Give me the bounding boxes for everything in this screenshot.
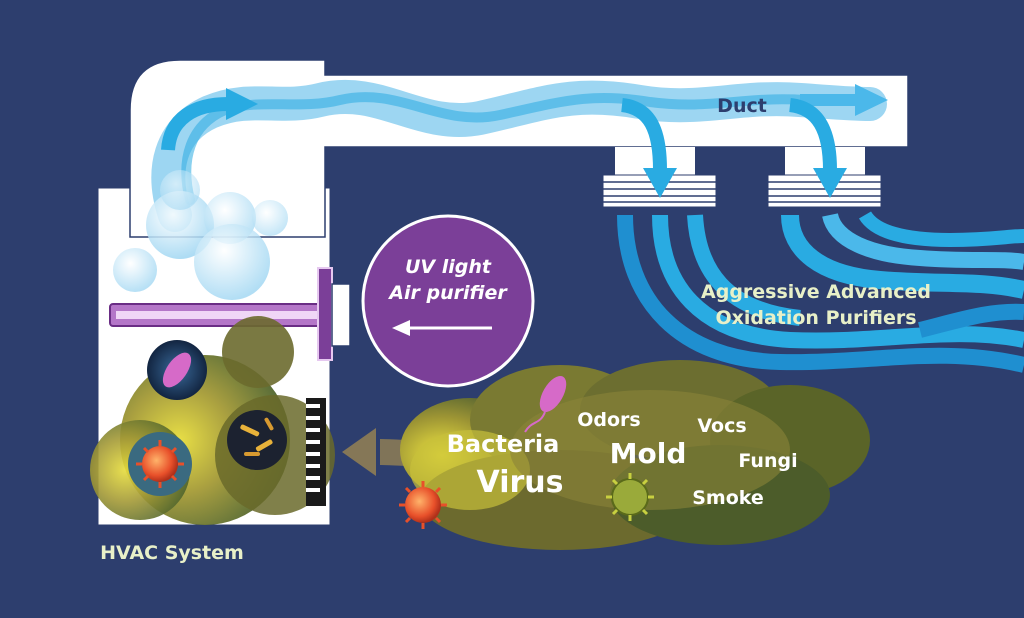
label-smoke: Smoke: [692, 487, 764, 509]
label-fungi: Fungi: [738, 450, 797, 472]
airflow-downhead-left: [643, 168, 677, 198]
airflow-down-right: [788, 98, 837, 171]
aop-swirl-7: [918, 303, 1024, 338]
uv-label-line1: UV light: [405, 256, 492, 278]
uv-callout-circle: [361, 214, 535, 388]
cloud-virus-green: [606, 473, 654, 521]
aop-label-line2: Oxidation Purifiers: [715, 307, 916, 329]
uv-purifier-callout: UV light Air purifier: [361, 214, 535, 388]
virus-icon: [142, 446, 178, 482]
label-mold: Mold: [610, 437, 687, 470]
aop-swirl-3: [687, 214, 801, 326]
label-vocs: Vocs: [697, 415, 746, 437]
cloud-bacteria: [524, 375, 567, 433]
aop-swirl-4: [781, 214, 1024, 299]
intake-filter-grille: [306, 398, 326, 506]
micro-bacteria-colony: [227, 410, 287, 470]
uv-ballast: [331, 283, 351, 347]
airflow-arrow-start: [161, 97, 229, 151]
aop-swirl-2: [652, 214, 1024, 349]
uv-callout-arrowhead: [392, 320, 410, 336]
air-bubbles: [113, 170, 288, 300]
micro-virus: [128, 432, 192, 496]
airflow-down-left: [620, 98, 667, 171]
uv-label-line2: Air purifier: [387, 282, 508, 304]
cloud-virus-red: [399, 481, 447, 529]
uv-tube-core: [116, 311, 321, 319]
return-arrowhead: [342, 428, 376, 476]
duct-label: Duct: [717, 95, 767, 117]
bacteria-icon-cloud: [539, 375, 567, 413]
virus-icon-green: [611, 478, 649, 516]
airflow-downhead-right: [813, 168, 847, 198]
uv-mount-plate: [317, 267, 333, 361]
aop-swirl-6: [858, 210, 1024, 248]
bacteria-icon: [162, 352, 192, 388]
virus-icon-cloud: [405, 487, 441, 523]
aop-airflow-swirls: [617, 210, 1024, 373]
label-bacteria: Bacteria: [447, 430, 560, 458]
label-virus: Virus: [477, 465, 564, 500]
micro-bacteria-top: [147, 340, 207, 400]
aop-swirl-5: [822, 212, 1024, 270]
label-odors: Odors: [577, 409, 641, 431]
hvac-label: HVAC System: [100, 542, 244, 564]
duct-airflow: [151, 79, 888, 232]
airflow-arrowhead-start: [226, 88, 258, 120]
airflow-arrowhead-end: [855, 84, 888, 116]
aop-label-line1: Aggressive Advanced: [701, 281, 931, 303]
aop-swirl-1: [617, 214, 1024, 373]
